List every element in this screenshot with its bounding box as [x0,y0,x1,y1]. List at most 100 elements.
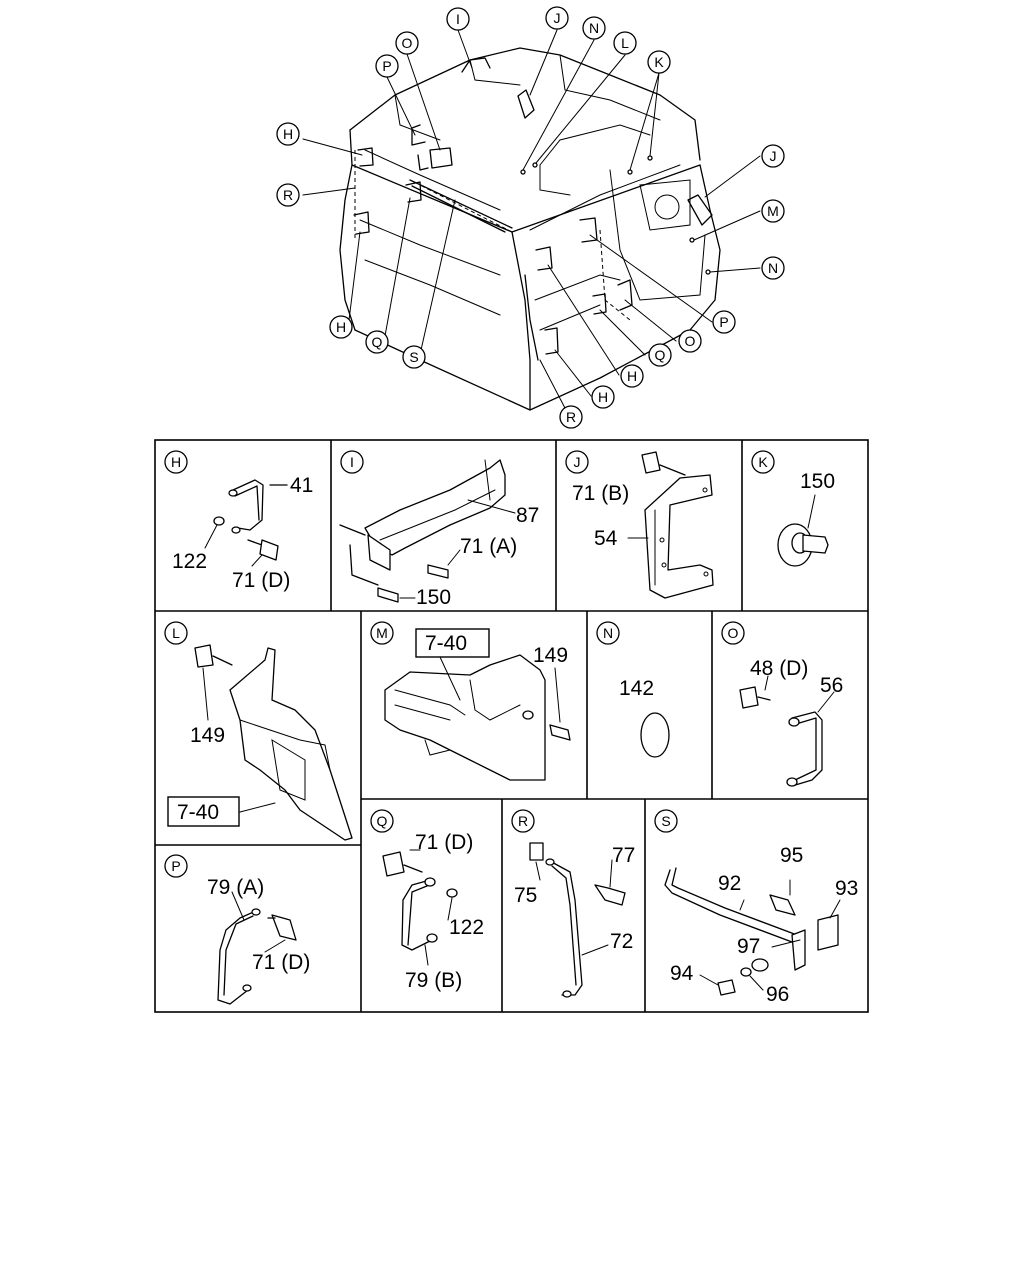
part-label-92: 92 [718,872,741,895]
part-label-71d: 71 (D) [232,569,290,592]
overview-callout-label: H [598,389,608,405]
overview-callout-n-right: N [761,256,785,280]
part-label-79b: 79 (B) [405,969,462,992]
overview-callout-j-right: J [761,144,785,168]
panel-l-callout: L [164,621,188,645]
part-label-149: 149 [533,644,568,667]
part-label-48d: 48 (D) [750,657,808,680]
part-label-56: 56 [820,674,843,697]
overview-callout-label: R [283,187,293,203]
panel-q: Q 71 (D) 122 79 (B) [370,809,484,992]
panel-i: I 87 71 (A) 150 [339,450,539,609]
overview-callout-label: O [685,333,696,349]
overview-callout-h-left: H [276,122,300,146]
part-label-149: 149 [190,724,225,747]
part-label-122: 122 [449,916,484,939]
panel-j: J 71 (B) 54 [565,450,714,599]
overview-callout-p-top: P [375,54,399,78]
panel-letter: O [728,625,739,641]
overview-callout-label: J [770,148,777,164]
panel-r: R 75 77 72 [511,809,635,998]
overview-callout-label: H [283,126,293,142]
overview-callout-m: M [761,199,785,223]
part-label-93: 93 [835,877,858,900]
panel-letter: P [171,858,180,874]
overview-callout-q-left: Q [365,330,389,354]
overview-callout-label: H [627,368,637,384]
panel-h-callout: H [164,450,188,474]
overview-callout-n-top: N [582,16,606,40]
part-label-87: 87 [516,504,539,527]
overview-callout-h-bottom: H [591,385,615,409]
panel-h: H 41 122 71 (D) [164,450,313,592]
part-label-71b: 71 (B) [572,482,629,505]
panel-o-callout: O [721,621,745,645]
overview-callout-label: H [336,319,346,335]
overview-callout-label: S [409,349,418,365]
overview-callout-label: J [554,10,561,26]
overview-callout-label: I [456,11,460,27]
panel-m: M 7-40 149 [370,621,571,781]
part-label-95: 95 [780,844,803,867]
panel-letter: K [758,454,768,470]
overview-callout-label: R [566,409,576,425]
overview-callout-k: K [647,50,671,74]
panel-k-callout: K [751,450,775,474]
overview-callout-h-lower-left: H [329,315,353,339]
overview-callout-o-right: O [678,329,702,353]
panel-s-callout: S [654,809,678,833]
part-label-94: 94 [670,962,694,985]
part-label-71a: 71 (A) [460,535,517,558]
panel-l: L 149 7-40 [164,621,353,841]
overview-callout-label: Q [655,347,666,363]
overview-callout-i: I [446,7,470,31]
part-label-79a: 79 (A) [207,876,264,899]
part-label-122: 122 [172,550,207,573]
panel-p-callout: P [164,854,188,878]
overview-callout-label: M [767,203,779,219]
part-label-71d: 71 (D) [415,831,473,854]
part-label-7-40: 7-40 [177,801,219,824]
part-label-77: 77 [612,844,635,867]
overview-callout-j-top: J [545,6,569,30]
overview-callout-label: N [589,20,599,36]
panel-letter: S [661,813,670,829]
panel-letter: H [171,454,181,470]
part-label-41: 41 [290,474,313,497]
panel-letter: R [518,813,528,829]
panel-letter: J [574,454,581,470]
panel-letter: N [603,625,613,641]
reference-box-7-40: 7-40 [415,628,490,658]
part-label-54: 54 [594,527,618,550]
panel-letter: Q [377,813,388,829]
cab-overview: I J N L O P K H R J M N H Q S P O Q H R … [276,6,785,429]
part-label-75: 75 [514,884,537,907]
overview-callout-label: L [621,35,629,51]
overview-callout-label: P [719,314,728,330]
panel-s: S 92 95 93 97 94 96 [654,809,858,1006]
overview-callout-o-top: O [395,31,419,55]
panel-m-callout: M [370,621,394,645]
overview-callout-h-right: H [620,364,644,388]
panel-i-callout: I [340,450,364,474]
panel-o: O 48 (D) 56 [721,621,843,787]
overview-callout-l: L [613,31,637,55]
panel-r-callout: R [511,809,535,833]
panel-letter: I [350,454,354,470]
panel-letter: M [376,625,388,641]
part-label-150: 150 [800,470,835,493]
panel-k: K 150 [751,450,835,567]
panel-letter: L [172,625,180,641]
overview-callout-p-right: P [712,310,736,334]
part-label-97: 97 [737,935,760,958]
part-label-72: 72 [610,930,633,953]
overview-callout-label: O [402,35,413,51]
part-label-142: 142 [619,677,654,700]
overview-callout-r-bottom: R [559,405,583,429]
panel-n-callout: N [596,621,620,645]
part-label-7-40: 7-40 [425,632,467,655]
panel-n: N 142 [596,621,670,758]
reference-box-7-40: 7-40 [167,796,240,827]
overview-callout-label: Q [372,334,383,350]
